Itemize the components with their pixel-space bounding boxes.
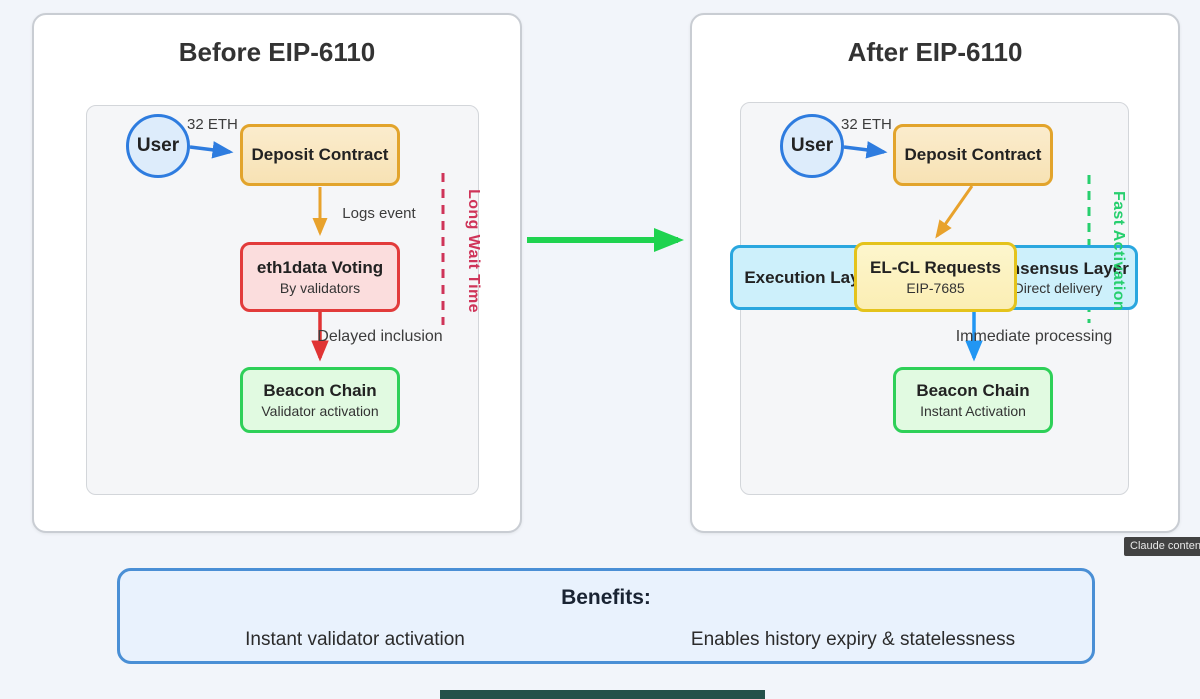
eth1data-voting-subtitle: By validators xyxy=(279,279,361,296)
deposit-contract-box-right: Deposit Contract xyxy=(893,124,1053,186)
deposit-contract-title-left: Deposit Contract xyxy=(251,145,389,165)
delayed-inclusion-label: Delayed inclusion xyxy=(317,328,443,345)
eth-amount-label-right: 32 ETH xyxy=(841,116,892,133)
consensus-layer-subtitle: Direct delivery xyxy=(1013,280,1103,297)
beacon-chain-title-left: Beacon Chain xyxy=(263,381,377,401)
benefits-title: Benefits: xyxy=(561,586,651,609)
beacon-chain-title-right: Beacon Chain xyxy=(916,381,1030,401)
before-panel: Before EIP-6110 User 32 ETH Deposit Cont… xyxy=(32,13,522,533)
eth-amount-label-left: 32 ETH xyxy=(187,116,238,133)
beacon-chain-subtitle-right: Instant Activation xyxy=(920,402,1026,419)
user-node-right: User xyxy=(780,114,844,178)
eth1data-voting-title: eth1data Voting xyxy=(256,258,384,278)
el-cl-requests-box: EL-CL Requests EIP-7685 xyxy=(854,242,1017,312)
claude-content-badge: Claude conten xyxy=(1124,537,1200,556)
after-panel-title: After EIP-6110 xyxy=(847,37,1023,67)
user-node-left: User xyxy=(126,114,190,178)
el-cl-requests-title: EL-CL Requests xyxy=(870,258,1001,278)
long-wait-time-label: Long Wait Time xyxy=(465,189,482,313)
deposit-contract-title-right: Deposit Contract xyxy=(904,145,1042,165)
eth1data-voting-box: eth1data Voting By validators xyxy=(240,242,400,312)
fast-activation-label: Fast Activation xyxy=(1110,190,1127,312)
bottom-dark-bar xyxy=(440,690,765,699)
before-panel-title: Before EIP-6110 xyxy=(178,37,376,67)
beacon-chain-box-right: Beacon Chain Instant Activation xyxy=(893,367,1053,433)
benefit-item-activation: Instant validator activation xyxy=(245,629,465,650)
user-label-left: User xyxy=(136,135,180,156)
after-panel: After EIP-6110 User 32 ETH Deposit Contr… xyxy=(690,13,1180,533)
el-cl-requests-subtitle: EIP-7685 xyxy=(906,279,965,296)
user-label-right: User xyxy=(790,135,834,156)
benefit-item-history: Enables history expiry & statelessness xyxy=(690,629,1016,650)
benefits-box: Benefits: Instant validator activation E… xyxy=(117,568,1095,664)
deposit-contract-box-left: Deposit Contract xyxy=(240,124,400,186)
logs-event-label: Logs event xyxy=(342,205,416,222)
consensus-layer-title: Consensus Layer xyxy=(987,258,1129,278)
execution-layer-title: Execution Layer xyxy=(744,267,876,287)
immediate-processing-label: Immediate processing xyxy=(955,328,1113,345)
beacon-chain-box-left: Beacon Chain Validator activation xyxy=(240,367,400,433)
beacon-chain-subtitle-left: Validator activation xyxy=(261,402,379,419)
